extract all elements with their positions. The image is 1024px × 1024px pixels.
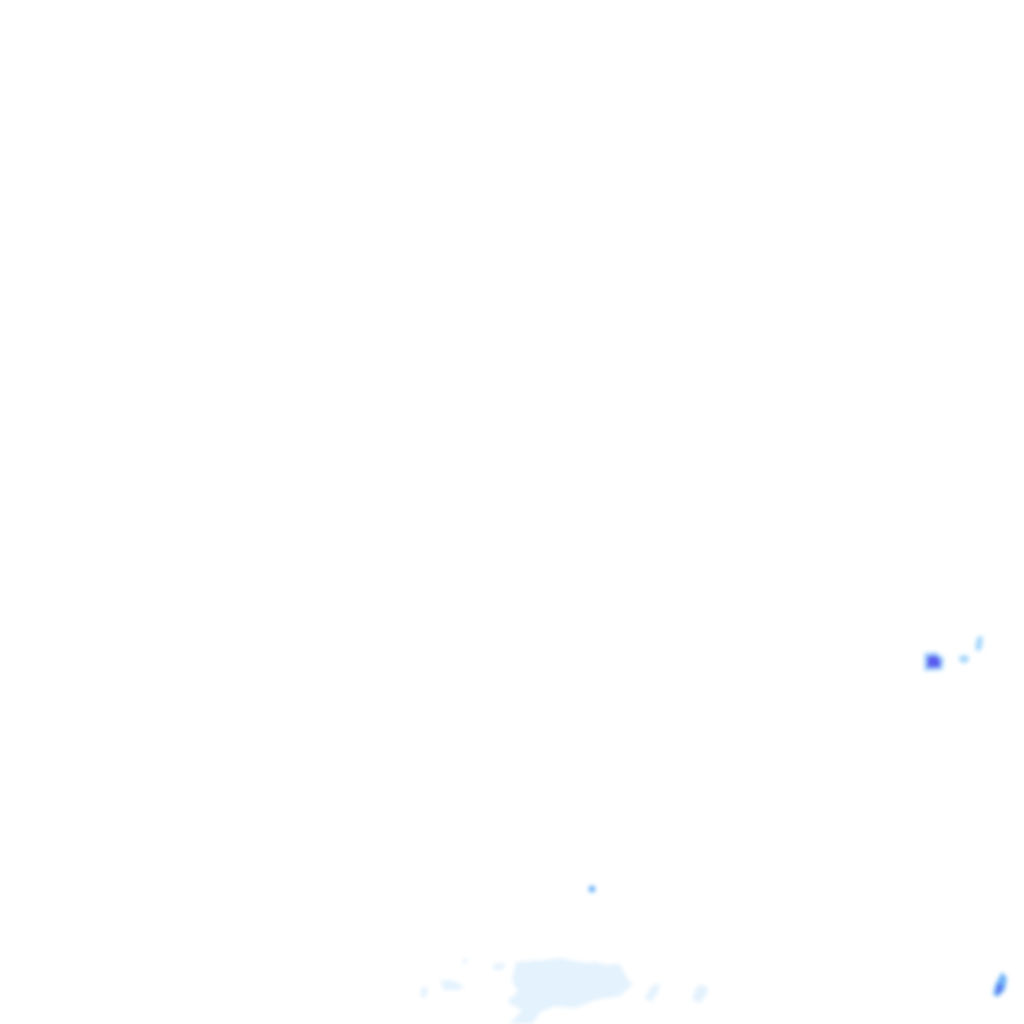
precip-streak-core: [996, 983, 1003, 994]
precip-dot: [588, 885, 596, 893]
precip-area-small-3: [420, 987, 428, 998]
precip-area-south: [508, 958, 633, 1024]
precip-area-small-4: [493, 963, 505, 970]
precip-area-small-6: [462, 958, 468, 964]
precip-area-small-2: [440, 980, 465, 990]
precip-cell-east-core: [927, 655, 941, 668]
precip-cell-small: [959, 655, 969, 663]
precip-area-small-5: [692, 985, 708, 1003]
precip-area-small-1: [645, 983, 660, 1002]
precip-cell-north: [975, 636, 983, 652]
